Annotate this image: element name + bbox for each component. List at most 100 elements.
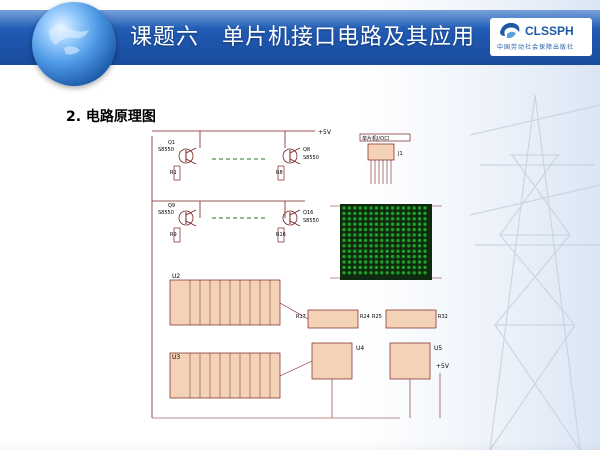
led-dot	[407, 238, 411, 243]
led-dot	[358, 265, 362, 270]
led-dot	[407, 265, 411, 270]
r1-ref: R1	[170, 170, 177, 176]
led-dot	[342, 254, 346, 259]
led-dot	[412, 206, 416, 210]
u2-ref: U2	[172, 273, 180, 280]
led-dot	[358, 249, 362, 253]
led-dot	[363, 217, 368, 221]
connector-ref: J1	[397, 151, 403, 157]
led-dot	[342, 227, 346, 232]
led-dot	[423, 254, 427, 259]
led-dot	[369, 222, 373, 226]
led-dot	[347, 211, 352, 216]
led-dot	[423, 227, 427, 232]
led-dot	[417, 271, 422, 275]
led-dot	[380, 217, 384, 221]
led-dot	[369, 238, 373, 243]
led-dot-matrix	[330, 204, 442, 280]
publisher-logo-swirl-icon	[500, 22, 520, 39]
resistor-array-left: R17 R24	[296, 309, 370, 329]
u3-ref: U3	[172, 354, 180, 361]
led-dot	[342, 244, 346, 248]
led-dot	[385, 249, 389, 253]
led-dot	[401, 271, 406, 275]
led-dot	[412, 254, 416, 259]
led-dot	[396, 260, 400, 264]
led-dot	[401, 233, 406, 237]
led-dot	[417, 260, 422, 264]
led-dot	[417, 265, 422, 270]
resistor-r16-body	[277, 227, 285, 243]
led-dot	[417, 244, 422, 248]
led-dot	[412, 238, 416, 243]
led-dot	[401, 244, 406, 248]
led-dot	[347, 249, 352, 253]
led-dot	[369, 211, 373, 216]
led-dot	[347, 260, 352, 264]
resistor-r8-body	[277, 165, 285, 181]
led-dot	[363, 233, 368, 237]
led-dot	[412, 244, 416, 248]
led-dot	[407, 227, 411, 232]
led-dot	[380, 211, 384, 216]
led-dot	[385, 206, 389, 210]
led-dot	[358, 233, 362, 237]
led-dot	[363, 238, 368, 243]
led-dot	[353, 271, 357, 275]
led-dot	[401, 206, 406, 210]
led-dot	[358, 271, 362, 275]
led-dot	[342, 222, 346, 226]
q16-ref: Q16	[303, 210, 313, 216]
led-dot	[423, 222, 427, 226]
led-dot	[374, 244, 379, 248]
led-dot	[342, 249, 346, 253]
led-dot	[380, 254, 384, 259]
led-dot	[369, 244, 373, 248]
led-dot	[396, 211, 400, 216]
led-dot	[390, 265, 395, 270]
led-dot	[396, 206, 400, 210]
led-dot	[417, 206, 422, 210]
slide-bottom-shade	[0, 442, 600, 450]
transistor-q16: Q16 S8550 R16	[276, 209, 319, 243]
led-dot	[390, 233, 395, 237]
led-dot	[396, 265, 400, 270]
led-dot	[423, 238, 427, 243]
led-dot	[385, 238, 389, 243]
led-dot	[423, 249, 427, 253]
led-dot	[347, 238, 352, 243]
section-heading: 2. 电路原理图	[66, 109, 156, 125]
led-dot	[342, 211, 346, 216]
led-dot	[412, 260, 416, 264]
led-dot	[358, 238, 362, 243]
led-dot	[342, 217, 346, 221]
led-dot	[347, 271, 352, 275]
led-dot	[353, 238, 357, 243]
led-dot	[396, 227, 400, 232]
led-dot	[353, 222, 357, 226]
led-dot	[396, 217, 400, 221]
led-dot	[390, 260, 395, 264]
led-dot	[385, 244, 389, 248]
q1-model: S8550	[158, 147, 174, 153]
led-dot	[396, 244, 400, 248]
led-dot	[374, 271, 379, 275]
led-dot	[380, 271, 384, 275]
led-dot	[417, 222, 422, 226]
led-dot	[417, 217, 422, 221]
led-dot	[412, 249, 416, 253]
led-dot	[401, 249, 406, 253]
led-dot	[423, 260, 427, 264]
led-dot	[353, 260, 357, 264]
q16-model: S8550	[303, 218, 319, 224]
led-dot	[412, 222, 416, 226]
led-dot	[385, 211, 389, 216]
led-dot	[423, 217, 427, 221]
led-dot	[385, 260, 389, 264]
led-dot	[353, 206, 357, 210]
led-dot	[363, 260, 368, 264]
globe-landmass-decoration	[48, 25, 89, 55]
led-dot	[423, 271, 427, 275]
led-dot	[407, 271, 411, 275]
